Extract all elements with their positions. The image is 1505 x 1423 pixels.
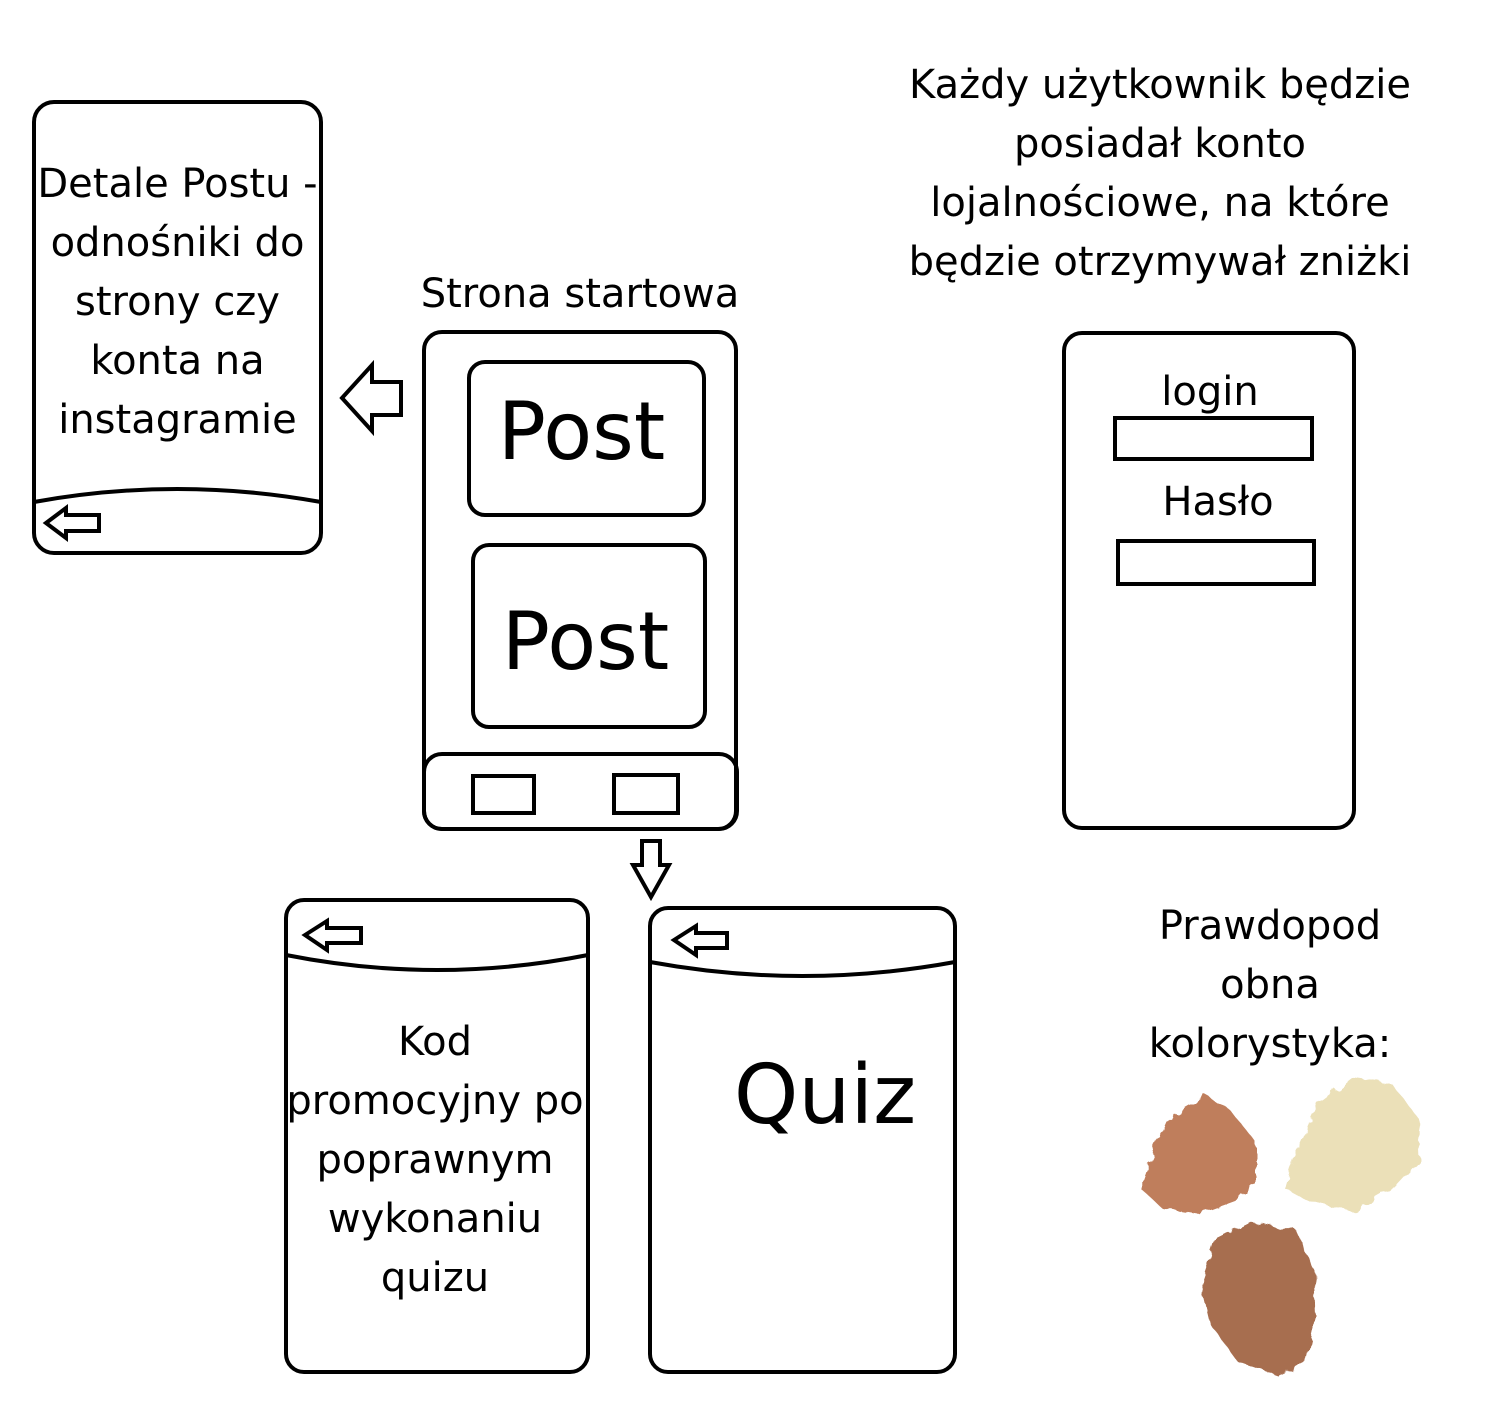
palette-line: obna [1220,962,1320,1008]
promo-screen-frame [284,898,590,1374]
detail-back-arrow-icon[interactable] [42,504,101,542]
promo-line: poprawnym [316,1137,554,1183]
promo-back-arrow-icon[interactable] [301,917,363,954]
nav-button-right[interactable] [612,773,680,815]
login-input[interactable] [1113,416,1314,461]
detail-line: konta na [90,338,265,384]
detail-line: instagramie [58,397,297,443]
swatch-1 [1140,1096,1256,1214]
detail-line: strony czy [75,279,280,325]
detail-description: Detale Postu - odnośniki do strony czy k… [34,155,321,450]
loyalty-note: Każdy użytkownik będzie posiadał konto l… [900,56,1420,292]
login-screen-frame [1062,331,1356,830]
swatch-3 [1200,1222,1316,1376]
start-screen-frame [422,330,739,831]
start-screen-title: Strona startowa [420,271,740,317]
login-label: login [1161,369,1259,415]
palette-caption: Prawdopod obna kolorystyka: [1120,897,1420,1074]
loyalty-note-line: będzie otrzymywał zniżki [908,239,1412,285]
detail-line: Detale Postu - [37,161,318,207]
promo-line: promocyjny po [286,1078,584,1124]
post-card-1[interactable]: Post [497,385,666,478]
post-card-2[interactable]: Post [501,595,670,688]
nav-button-left[interactable] [471,774,536,815]
detail-screen-frame [32,100,323,555]
promo-line: wykonaniu [327,1196,543,1242]
detail-line: odnośniki do [50,220,305,266]
loyalty-note-line: Każdy użytkownik będzie [909,62,1411,108]
loyalty-note-line: lojalnościowe, na które [930,180,1390,226]
quiz-screen-frame [648,906,957,1374]
palette-line: Prawdopod [1158,903,1382,949]
loyalty-note-line: posiadał konto [1013,121,1307,167]
swatch-2 [1284,1078,1420,1212]
to-details-arrow-icon [339,359,403,437]
password-input[interactable] [1116,539,1316,586]
palette-line: kolorystyka: [1148,1021,1392,1067]
promo-line: Kod [397,1019,473,1065]
quiz-back-arrow-icon[interactable] [670,922,729,959]
password-label: Hasło [1162,479,1274,525]
promo-description: Kod promocyjny po poprawnym wykonaniu qu… [270,1013,600,1308]
quiz-title[interactable]: Quiz [733,1048,917,1143]
to-quiz-arrow-icon [629,839,673,902]
promo-line: quizu [380,1255,490,1301]
